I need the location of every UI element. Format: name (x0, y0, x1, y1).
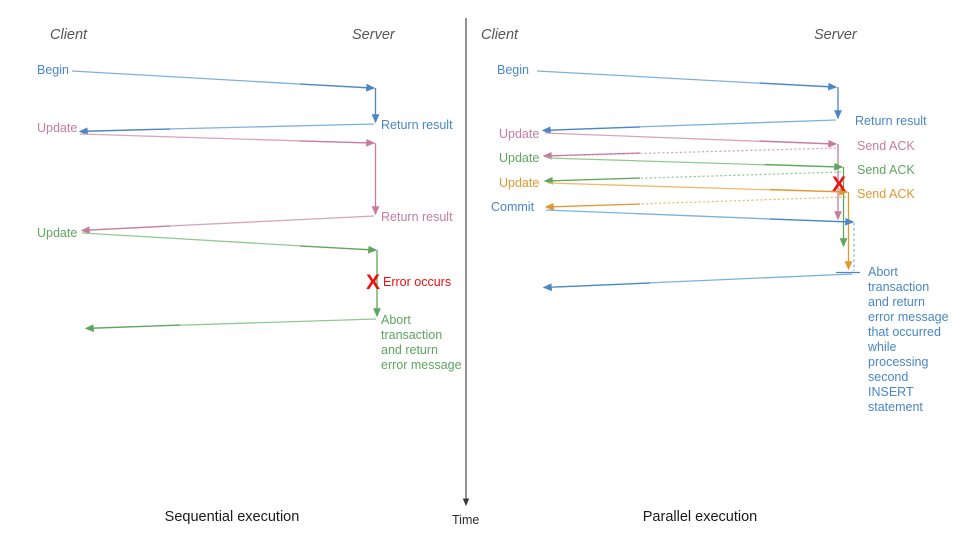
time-axis-label: Time (452, 513, 479, 527)
arrow-abort-return-sequential (84, 318, 377, 333)
message-label-commit: Commit (491, 200, 535, 214)
arrow-commit (545, 209, 855, 226)
panel-sequential (71, 70, 381, 333)
arrow-update-3-parallel (547, 182, 849, 196)
activation-blue-wait-parallel (836, 223, 860, 274)
abort-note-sequential: Abort transaction and return error messa… (381, 313, 462, 372)
arrow-send-ack-1 (542, 147, 837, 160)
message-label-send-ack-2: Send ACK (857, 163, 915, 177)
abort-note-line: and return (381, 343, 438, 357)
error-x-icon-parallel: X (832, 173, 846, 196)
panel-parallel-caption: Parallel execution (643, 509, 757, 525)
arrow-update-1-parallel (544, 132, 838, 148)
message-label-send-ack-1: Send ACK (857, 139, 915, 153)
message-label-update-1-sequential: Update (37, 121, 77, 135)
message-label-begin-parallel: Begin (497, 63, 529, 77)
message-label-error-occurs: Error occurs (383, 275, 451, 289)
message-label-update-3-parallel: Update (499, 176, 539, 190)
message-label-begin-sequential: Begin (37, 63, 69, 77)
abort-note-line: error message (381, 358, 462, 372)
arrow-return-result-2 (80, 215, 375, 234)
message-label-return-result-parallel: Return result (855, 114, 927, 128)
arrow-update-1 (79, 133, 376, 147)
panel-parallel (536, 70, 860, 292)
abort-note-line: second (868, 370, 908, 384)
message-label-update-2-sequential: Update (37, 226, 77, 240)
error-x-icon-sequential: X (366, 271, 380, 294)
abort-note-line: Abort (381, 313, 411, 327)
abort-note-line: transaction (381, 328, 442, 342)
abort-note-parallel: Abort transaction and return error messa… (867, 265, 949, 414)
abort-note-line: statement (868, 400, 923, 414)
arrow-return-result-parallel (541, 119, 837, 135)
abort-note-line: transaction (868, 280, 929, 294)
message-label-return-result-1: Return result (381, 118, 453, 132)
arrow-send-ack-3 (544, 196, 847, 211)
arrow-abort-return-parallel (542, 273, 853, 292)
abort-note-line: INSERT (868, 385, 914, 399)
message-label-return-result-2: Return result (381, 210, 453, 224)
abort-note-line: while (867, 340, 897, 354)
panel-sequential-caption: Sequential execution (165, 509, 300, 525)
arrow-begin (71, 70, 376, 92)
panel-sequential-client-label: Client (50, 27, 88, 43)
arrow-update-2-parallel (547, 157, 844, 171)
panel-parallel-client-label: Client (481, 27, 519, 43)
abort-note-line: processing (868, 355, 928, 369)
arrow-begin-parallel (536, 70, 838, 91)
message-label-update-2-parallel: Update (499, 151, 539, 165)
arrow-send-ack-2 (543, 171, 842, 185)
abort-note-line: Abort (868, 265, 898, 279)
arrow-return-result-1 (78, 123, 375, 136)
abort-note-line: that occurred (868, 325, 941, 339)
message-label-update-1-parallel: Update (499, 127, 539, 141)
panel-parallel-server-label: Server (814, 27, 858, 43)
abort-note-line: error message (868, 310, 949, 324)
message-label-send-ack-3: Send ACK (857, 187, 915, 201)
arrow-update-2 (81, 232, 378, 254)
abort-note-line: and return (868, 295, 925, 309)
panel-sequential-server-label: Server (352, 27, 396, 43)
